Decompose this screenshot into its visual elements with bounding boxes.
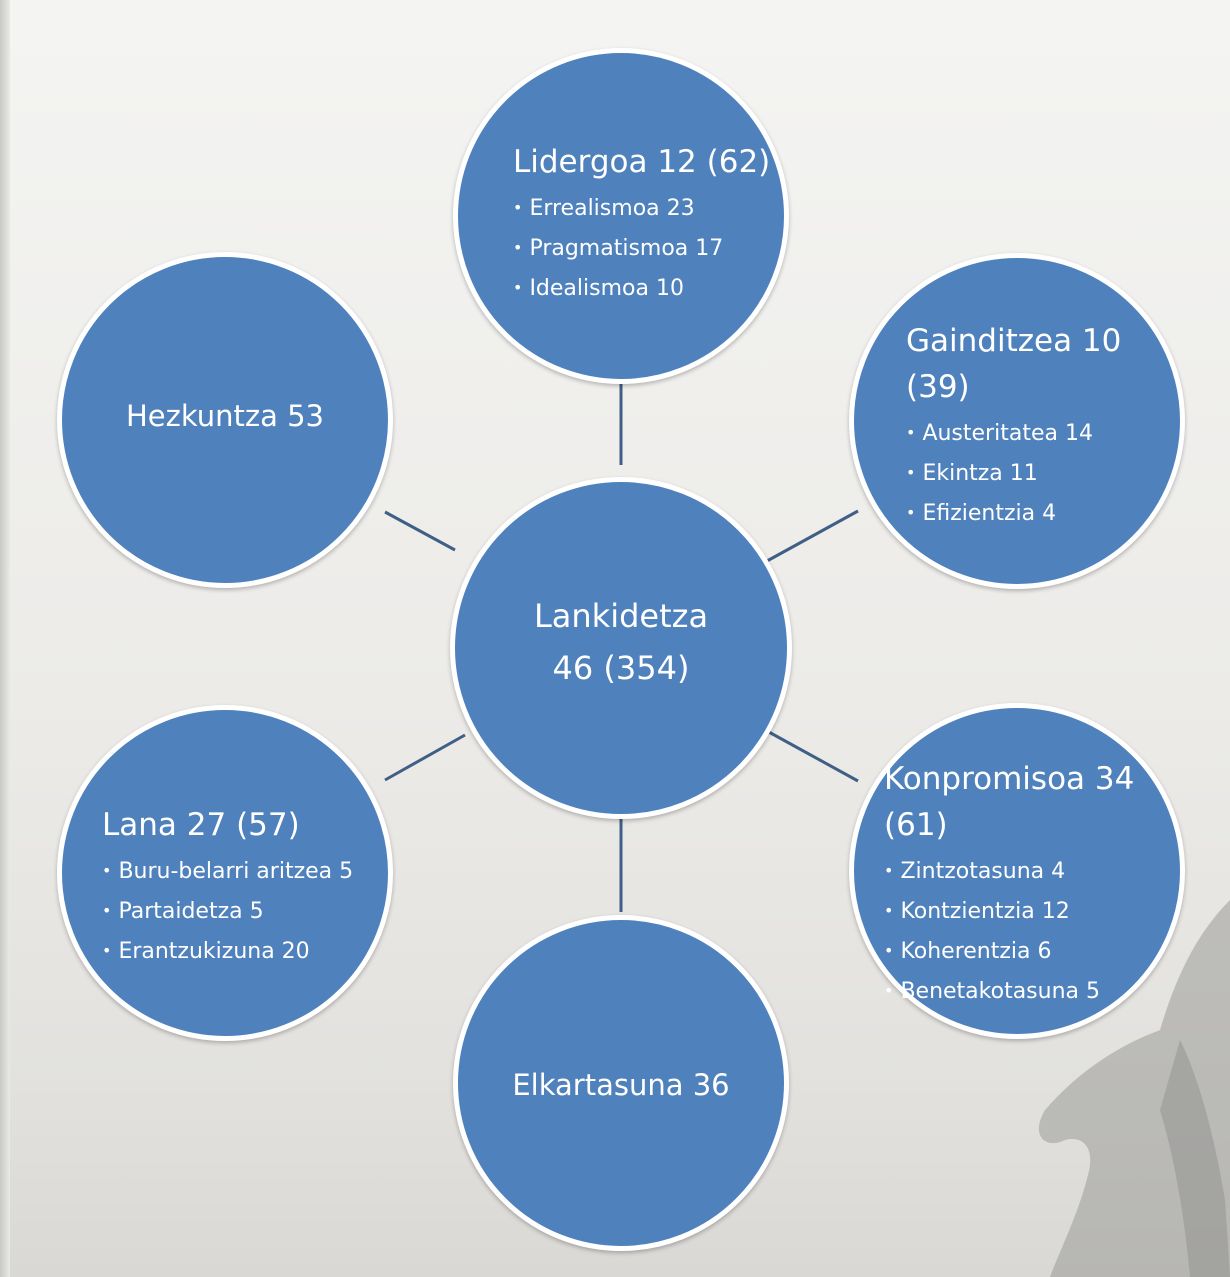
- list-item: Partaidetza 5: [102, 892, 353, 932]
- list-item: Pragmatismoa 17: [513, 229, 770, 269]
- node-gainditzea-title-line2: (39): [906, 369, 970, 405]
- list-item: Zintzotasuna 4: [884, 852, 1134, 892]
- center-title-line1: Lankidetza: [533, 597, 709, 635]
- node-konpromisoa: Konpromisoa 34 (61) Zintzotasuna 4 Kontz…: [849, 703, 1185, 1039]
- list-item: Koherentzia 6: [884, 932, 1134, 972]
- node-elkartasuna: Elkartasuna 36: [453, 915, 789, 1251]
- node-gainditzea-title-line1: Gainditzea 10: [906, 323, 1122, 359]
- list-item: Benetakotasuna 5: [884, 972, 1134, 1012]
- node-konpromisoa-title-line1: Konpromisoa 34: [884, 761, 1135, 797]
- list-item: Ekintza 11: [906, 454, 1121, 494]
- node-lana-list: Buru-belarri aritzea 5 Partaidetza 5 Era…: [102, 852, 353, 972]
- node-lana-title: Lana 27 (57): [102, 807, 300, 843]
- node-hezkuntza-title: Hezkuntza 53: [125, 399, 324, 433]
- list-item: Idealismoa 10: [513, 269, 770, 309]
- list-item: Erantzukizuna 20: [102, 932, 353, 972]
- list-item: Austeritatea 14: [906, 414, 1121, 454]
- node-lidergoa: Lidergoa 12 (62) Errealismoa 23 Pragmati…: [453, 48, 789, 384]
- connector-lower-left: [384, 733, 466, 782]
- node-lana: Lana 27 (57) Buru-belarri aritzea 5 Part…: [57, 705, 393, 1041]
- center-title-line2: 46 (354): [552, 649, 690, 687]
- connector-upper-left: [384, 510, 456, 552]
- list-item: Kontzientzia 12: [884, 892, 1134, 932]
- connector-upper-right: [766, 509, 859, 563]
- node-lidergoa-list: Errealismoa 23 Pragmatismoa 17 Idealismo…: [513, 189, 770, 309]
- list-item: Buru-belarri aritzea 5: [102, 852, 353, 892]
- node-lidergoa-title: Lidergoa 12 (62): [513, 144, 771, 180]
- node-gainditzea: Gainditzea 10 (39) Austeritatea 14 Ekint…: [849, 253, 1185, 589]
- node-hezkuntza: Hezkuntza 53: [57, 252, 393, 588]
- slide-left-edge: [0, 0, 10, 1277]
- connector-lower-right: [766, 729, 859, 783]
- node-lankidetza-center: Lankidetza 46 (354): [450, 477, 792, 819]
- node-gainditzea-list: Austeritatea 14 Ekintza 11 Efizientzia 4: [906, 414, 1121, 534]
- list-item: Efizientzia 4: [906, 494, 1121, 534]
- node-elkartasuna-title: Elkartasuna 36: [512, 1068, 730, 1102]
- node-konpromisoa-title-line2: (61): [884, 807, 948, 843]
- list-item: Errealismoa 23: [513, 189, 770, 229]
- node-konpromisoa-list: Zintzotasuna 4 Kontzientzia 12 Koherentz…: [884, 852, 1134, 1012]
